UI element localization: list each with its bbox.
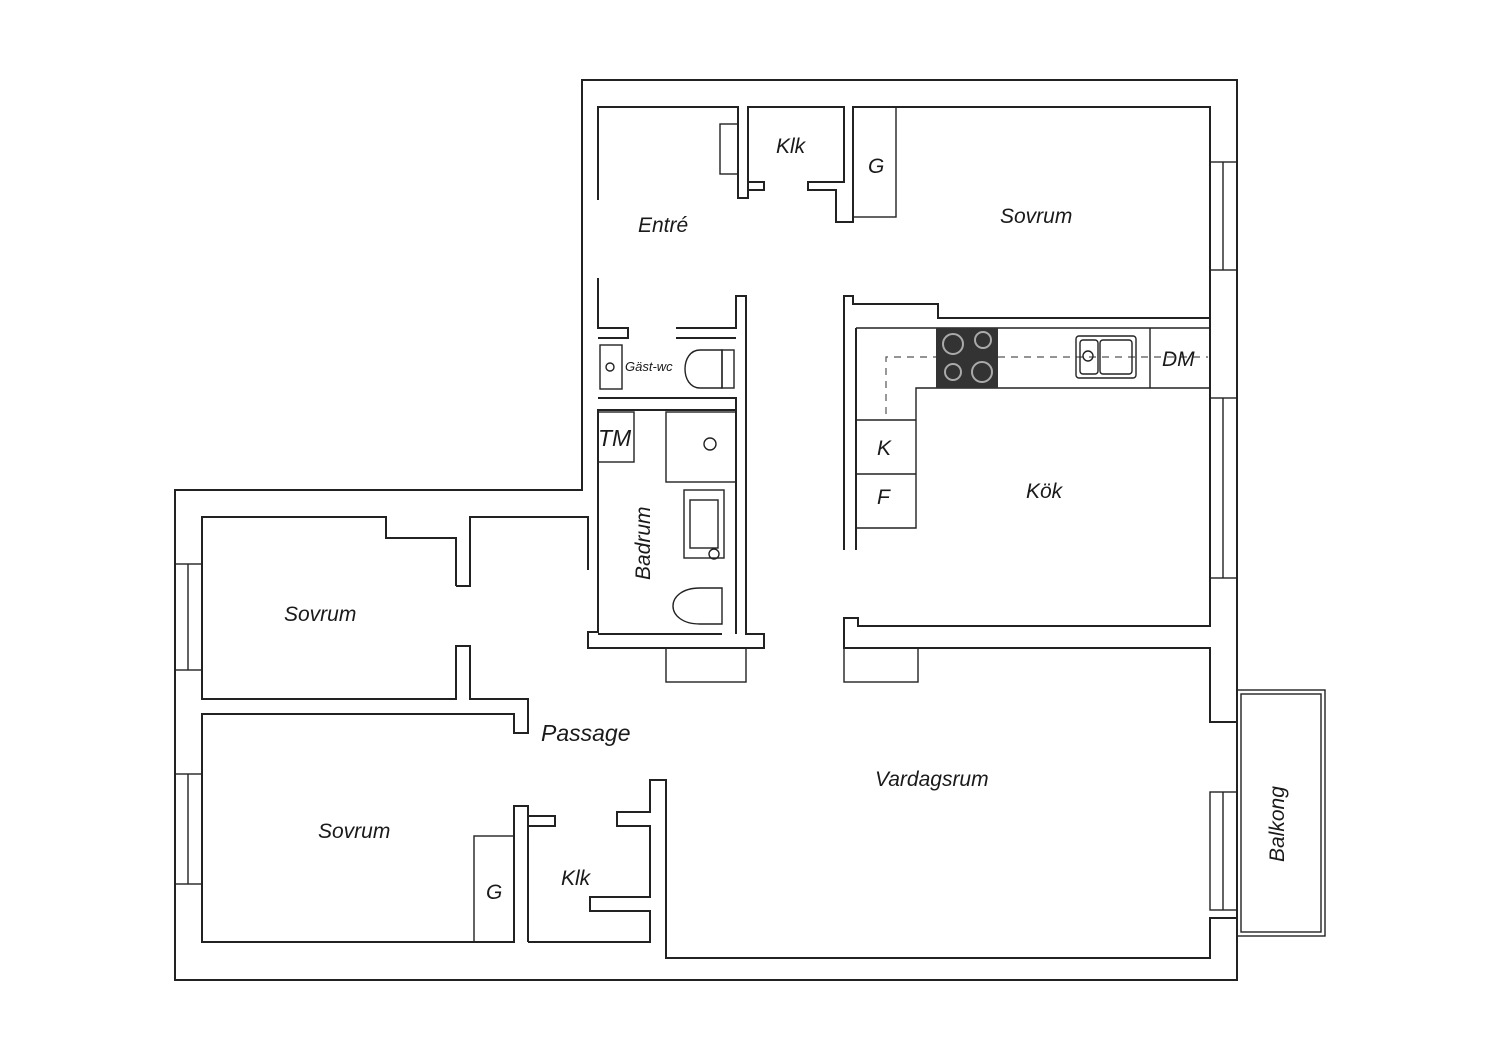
label-kok: Kök [1026,480,1064,503]
wc-cistern [721,349,735,389]
outer-wall [174,79,1238,981]
label-k: K [877,437,892,460]
label-g-bottom: G [486,881,502,904]
balkong [1236,689,1326,937]
label-dm: DM [1162,348,1195,371]
kitchen-sink-basin-2 [1099,339,1133,375]
kitchen-tap [1082,350,1094,362]
kitchen-sink [1075,335,1137,379]
wardrobe-g-bottom [473,835,515,943]
upper-cabinet-line [885,356,1208,414]
label-tm: TM [598,425,632,451]
bedroom-upper-wall [201,516,529,943]
kitchen-wall [843,295,1237,723]
balkong-railing [1240,693,1322,933]
stove-burner-2 [974,331,992,349]
klk-top-door [748,181,765,191]
entre-wall [597,106,1211,318]
klk-bottom-wall [528,779,1237,959]
hall-shelf [665,647,747,683]
label-g-top: G [868,155,884,178]
stove-burner-3 [944,363,962,381]
label-sovrum-left-lower: Sovrum [318,820,390,843]
stove-burner-4 [971,361,993,383]
label-klk-top: Klk [776,135,807,158]
kitchen-counter [856,327,1211,529]
bedroom-upper-door [456,516,589,587]
label-gast-wc: Gäst-wc [625,359,673,374]
wc-sink [599,344,623,390]
entre-wall-lower [597,278,629,339]
coat-rack [719,123,739,175]
wc-toilet [684,349,723,389]
bath-sink-basin [689,499,719,549]
label-klk-bottom: Klk [561,867,592,890]
shower-head [703,437,717,451]
label-sovrum-top: Sovrum [1000,205,1072,228]
bath-toilet [672,587,723,625]
label-sovrum-left-upper: Sovrum [284,603,356,626]
wc-wall-right [587,295,765,649]
bath-tap [708,548,720,560]
bath-sink [683,489,725,559]
label-f: F [877,486,891,509]
label-badrum: Badrum [632,506,655,580]
wardrobe-g-top [852,106,897,218]
label-passage: Passage [541,720,631,746]
label-balkong: Balkong [1266,786,1289,862]
kitchen-shelf [843,647,919,683]
shower [665,411,737,483]
washing-machine-tm [597,411,635,463]
label-vardagsrum: Vardagsrum [875,768,989,791]
kitchen-sink-basin-1 [1079,339,1099,375]
label-entre: Entré [638,214,688,237]
stove-burner-1 [942,333,964,355]
wc-sink-tap [605,362,615,372]
